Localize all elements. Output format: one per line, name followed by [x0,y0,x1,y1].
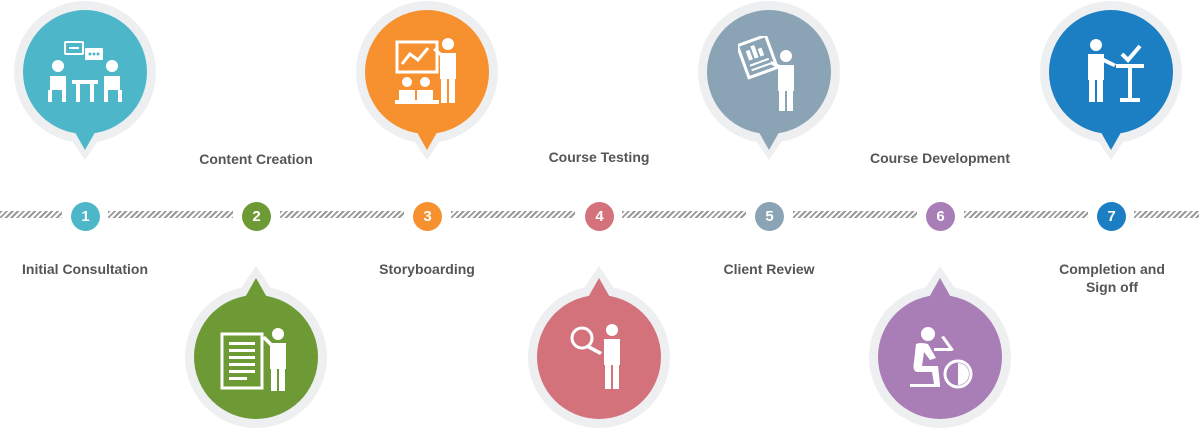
step-7-pin [1036,0,1190,160]
step-5-label: Client Review [723,261,815,277]
step-2-label: Content Creation [199,151,313,167]
step-6-label: Course Development [869,150,1011,166]
step-5-node: 5 [755,202,784,231]
timeline-dash [964,211,1088,218]
timeline-dash [280,211,404,218]
step-1-node: 1 [71,202,100,231]
timeline-dash [1134,211,1199,218]
timeline-dash [108,211,233,218]
timeline-dash [793,211,917,218]
step-1-label: Initial Consultation [22,261,148,277]
signoff-check-icon [1078,38,1148,109]
step-6-pin [865,266,1019,428]
step-2-node: 2 [242,202,271,231]
step-6-node: 6 [926,202,955,231]
step-3-node: 3 [413,202,442,231]
step-3-label: Storyboarding [379,261,475,277]
step-7-label: Completion and Sign off [1059,261,1165,295]
presentation-board-icon [393,38,463,111]
developer-clock-icon [906,326,976,397]
step-4-pin [524,266,678,428]
step-1-pin [10,0,164,160]
step-4-node: 4 [585,202,614,231]
timeline-dash [451,211,575,218]
timeline-dash [622,211,746,218]
document-presenter-icon [220,326,296,397]
meeting-icon [45,38,125,107]
magnifier-person-icon [568,322,632,397]
timeline-dash [0,211,62,218]
step-7-node: 7 [1097,202,1126,231]
report-review-icon [735,33,802,117]
step-4-label: Course Testing [548,149,650,165]
